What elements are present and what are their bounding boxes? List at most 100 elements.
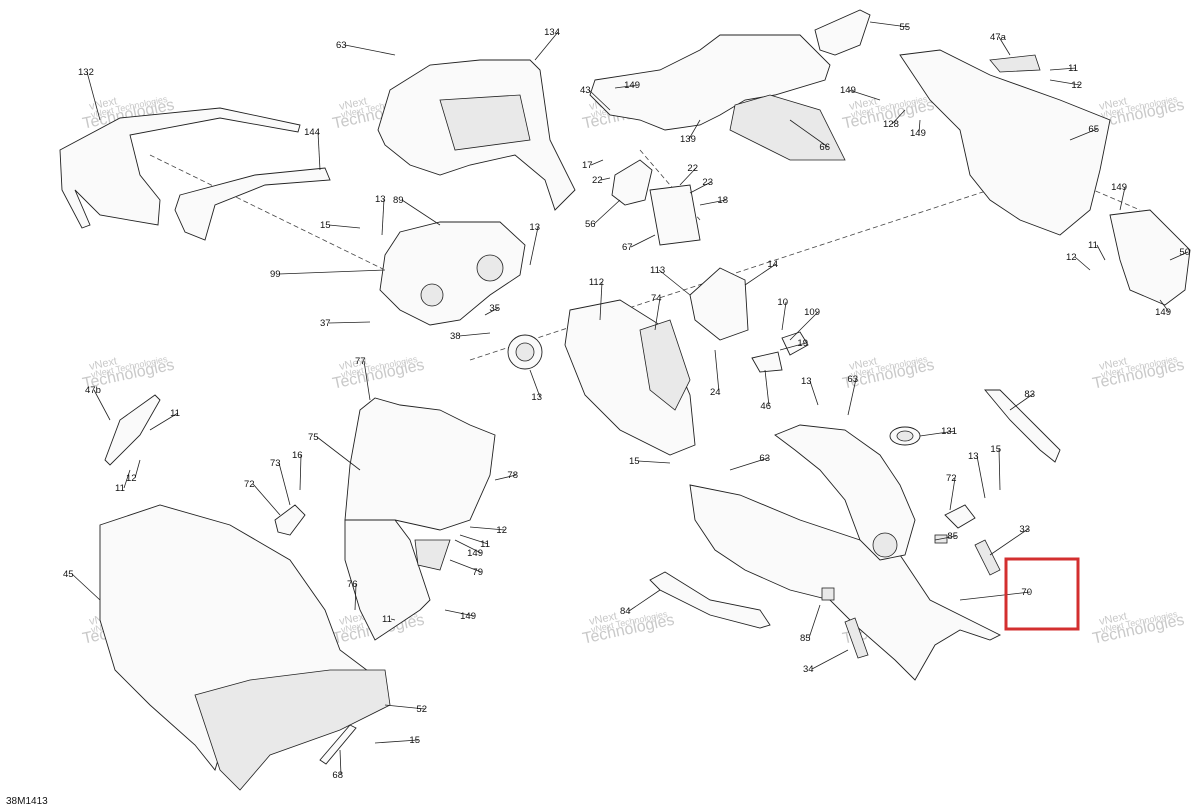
part-label-38: 38: [450, 331, 461, 342]
part-label-16: 16: [292, 450, 303, 461]
leader-line-43: [588, 89, 611, 111]
leader-line-149: [444, 609, 475, 617]
part-label-83: 83: [1024, 389, 1035, 400]
part-label-55: 55: [899, 22, 910, 33]
leader-line-34: [811, 649, 849, 670]
leader-line-45: [71, 573, 101, 601]
leader-line-11: [390, 618, 396, 621]
leader-line-76: [354, 583, 357, 611]
part-55: [814, 9, 871, 56]
leader-line-75: [316, 436, 361, 471]
part-label-22: 22: [687, 163, 698, 174]
leader-line-144: [317, 131, 321, 171]
part-label-35: 35: [489, 303, 500, 314]
part-85-b: [821, 587, 835, 601]
leader-line-22: [679, 167, 697, 186]
leader-line-85: [808, 604, 821, 639]
part-label-144: 144: [304, 127, 320, 138]
part-99: [379, 221, 526, 326]
leader-line-38: [458, 332, 491, 337]
leader-line-46: [764, 369, 770, 407]
leader-line-113: [658, 269, 691, 296]
part-label-77: 77: [355, 356, 366, 367]
part-label-12: 12: [1071, 80, 1082, 91]
leader-line-11: [1049, 67, 1077, 71]
leader-line-11: [149, 412, 179, 431]
part-label-22: 22: [592, 175, 603, 186]
part-label-15: 15: [409, 735, 420, 746]
part-label-85: 85: [800, 633, 811, 644]
part-label-112: 112: [589, 277, 604, 288]
part-label-43: 43: [580, 85, 591, 96]
part-68: [319, 724, 357, 765]
part-label-15: 15: [629, 456, 640, 467]
leader-line-12: [1049, 79, 1081, 86]
leader-line-12: [134, 459, 141, 479]
leader-line-15: [328, 224, 361, 229]
part-label-139: 139: [680, 134, 696, 145]
part-label-10: 10: [777, 297, 788, 308]
part-label-13: 13: [375, 194, 386, 205]
leader-line-89: [401, 199, 441, 226]
figure-code: 38M1413: [6, 796, 48, 807]
part-label-24: 24: [710, 387, 721, 398]
svg-text:vNext: vNext: [848, 355, 878, 373]
leader-line-13: [381, 198, 385, 236]
part-99-lens: [476, 254, 504, 282]
leader-line-15: [998, 448, 1001, 491]
part-label-84: 84: [620, 606, 631, 617]
leader-line-66: [789, 119, 829, 148]
svg-text:vNext: vNext: [338, 355, 368, 373]
svg-text:vNext: vNext: [1098, 95, 1128, 113]
leader-line-79: [449, 559, 482, 573]
leader-line-15: [374, 739, 419, 744]
part-50: [1109, 209, 1191, 306]
part-label-50: 50: [1179, 247, 1190, 258]
part-label-76: 76: [347, 579, 358, 590]
part-65: [899, 49, 1111, 236]
part-84: [649, 571, 771, 629]
leader-line-35: [484, 307, 499, 316]
leader-line-128: [891, 109, 906, 125]
leader-line-131: [919, 430, 956, 437]
leader-line-24: [714, 349, 720, 393]
part-label-19: 19: [797, 338, 808, 349]
part-34: [844, 617, 869, 659]
svg-text:vNext: vNext: [1098, 610, 1128, 628]
part-75: [344, 397, 496, 531]
leader-line-33: [989, 528, 1029, 556]
part-label-113: 113: [650, 265, 665, 276]
svg-text:vNext: vNext: [88, 95, 118, 113]
part-label-47a: 47a: [990, 32, 1007, 43]
part-label-12: 12: [1066, 252, 1077, 263]
part-72-right: [944, 504, 976, 529]
part-label-52: 52: [416, 704, 427, 715]
part-label-99: 99: [270, 269, 281, 280]
part-109: [781, 331, 809, 356]
part-79: [414, 539, 451, 571]
leader-line-149: [918, 119, 921, 134]
part-label-11: 11: [170, 408, 180, 419]
part-label-72: 72: [244, 479, 255, 490]
part-113: [689, 267, 749, 341]
part-label-11: 11: [1088, 240, 1098, 251]
leader-line-132: [86, 71, 101, 121]
leader-line-149: [454, 539, 482, 554]
part-label-13: 13: [529, 222, 540, 233]
part-46: [751, 351, 783, 373]
leader-line-73: [278, 462, 291, 506]
part-label-11: 11: [480, 539, 490, 550]
part-label-15: 15: [320, 220, 331, 231]
svg-text:vNext: vNext: [338, 95, 368, 113]
leader-line-72: [252, 483, 281, 516]
part-label-56: 56: [585, 219, 596, 230]
leader-line-83: [1009, 393, 1034, 411]
part-label-11: 11: [115, 483, 125, 494]
part-70-upper: [774, 424, 916, 561]
